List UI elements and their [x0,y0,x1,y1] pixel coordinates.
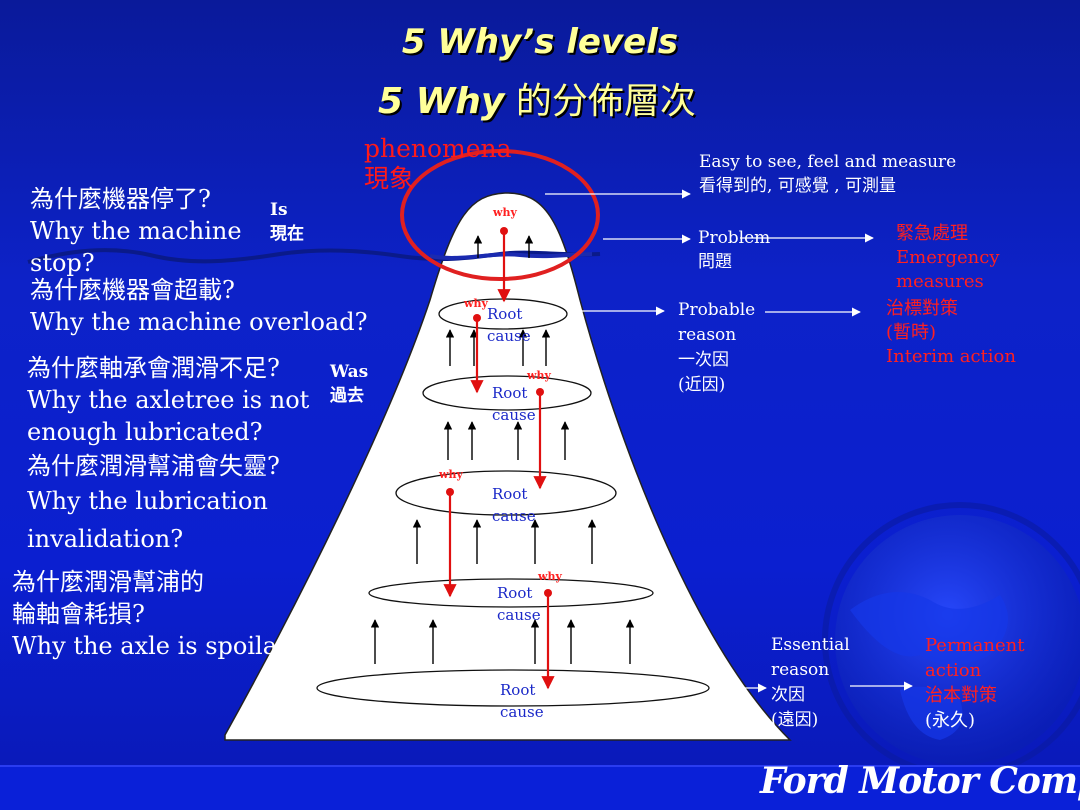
easy-label: Easy to see, feel and measure 看得到的, 可感覺 … [699,150,956,198]
question-3-en1: Why the axletree is not [27,386,310,414]
root-cause-4: Root cause [497,582,541,626]
phenomena-label: phenomena 現象 [364,134,512,194]
root-cause-1-l1: Root [487,305,523,323]
essential-reason-label: Essential reason 次因 (遠因) [771,633,850,733]
essential-3: 次因 [771,685,805,705]
question-3-en2: enough lubricated? [27,418,263,446]
question-4-en2: invalidation? [27,525,184,553]
question-5-zh2: 輪軸會耗損? [12,600,145,628]
probable-1: Probable [678,300,756,320]
root-cause-1-l2: cause [487,327,531,345]
footer-bar [0,765,1080,810]
root-cause-1: Root cause [487,303,531,347]
slide-subtitle: 5 Why 的分佈層次 [378,72,696,124]
essential-4: (遠因) [771,710,819,730]
why-label-1: why [493,206,517,219]
ford-logo: Ford Motor Company [760,760,1080,802]
question-1-zh: 為什麼機器停了? [30,185,211,213]
upward-arrows [370,235,635,664]
question-1-en2: stop? [30,249,95,277]
question-5-zh1: 為什麼潤滑幫浦的 [12,568,204,596]
question-2: 為什麼機器會超載? Why the machine overload? [30,274,368,338]
permanent-1: Permanent [925,635,1025,656]
interim-2: (暫時) [886,322,937,343]
interim-action-label: 治標對策 (暫時) Interim action [886,297,1016,369]
essential-1: Essential [771,635,850,655]
permanent-2: action [925,660,982,681]
pointer-arrows [545,189,913,693]
question-3: 為什麼軸承會潤滑不足? Why the axletree is not enou… [27,352,309,448]
probable-4: (近因) [678,375,726,395]
interim-1: 治標對策 [886,298,958,319]
interim-3: Interim action [886,346,1016,367]
probable-3: 一次因 [678,350,729,370]
root-cause-5-l1: Root [500,681,536,699]
root-cause-2-l1: Root [492,384,528,402]
was-zh: 過去 [330,386,364,406]
question-2-zh: 為什麼機器會超載? [30,276,235,304]
is-label: Is 現在 [270,198,304,246]
probable-reason-label: Probable reason 一次因 (近因) [678,298,755,398]
why-label-4: why [439,468,463,481]
root-cause-5: Root cause [500,679,544,723]
problem-label: Problem 問題 [698,226,770,274]
emergency-1: 緊急處理 [896,223,968,244]
root-cause-2-l2: cause [492,406,536,424]
essential-2: reason [771,660,830,680]
root-cause-5-l2: cause [500,703,544,721]
phenomena-en: phenomena [364,134,512,163]
phenomena-circle [400,149,600,281]
was-en: Was [330,362,369,382]
layer-ellipse-2 [422,375,592,411]
question-1: 為什麼機器停了? Why the machine stop? [30,183,242,279]
question-5: 為什麼潤滑幫浦的 輪軸會耗損? Why the axle is spoilage… [12,566,314,662]
question-2-en: Why the machine overload? [30,308,368,336]
root-cause-3-l1: Root [492,485,528,503]
layer-ellipse-5 [316,669,710,707]
easy-en: Easy to see, feel and measure [699,152,957,172]
mountain-shape [224,192,792,741]
question-4-en1: Why the lubrication [27,487,268,515]
question-1-en1: Why the machine [30,217,242,245]
easy-zh: 看得到的, 可感覺 , 可測量 [699,176,897,196]
why-label-2: why [464,297,488,310]
why-arrows [443,231,555,690]
probable-2: reason [678,325,737,345]
slide-title: 5 Why’s levels [401,22,679,62]
question-3-zh: 為什麼軸承會潤滑不足? [27,354,280,382]
question-4-zh: 為什麼潤滑幫浦會失靈? [27,452,280,480]
emergency-2: Emergency [896,247,1000,268]
emergency-3: measures [896,271,984,292]
was-label: Was 過去 [330,360,368,408]
permanent-3: 治本對策 [925,685,997,706]
problem-zh: 問題 [698,252,732,272]
subtitle-bold: 5 Why [378,81,505,122]
subtitle-rest: 的分佈層次 [504,81,696,122]
root-cause-3-l2: cause [492,507,536,525]
permanent-action-label: Permanent action 治本對策 (永久) [925,633,1024,733]
question-4: 為什麼潤滑幫浦會失靈? Why the lubrication invalida… [27,450,280,558]
layer-ellipse-4 [368,578,654,608]
root-cause-4-l1: Root [497,584,533,602]
root-cause-3: Root cause [492,483,536,527]
root-cause-2: Root cause [492,382,536,426]
root-cause-4-l2: cause [497,606,541,624]
problem-en: Problem [698,228,771,248]
is-zh: 現在 [270,224,304,244]
permanent-4: (永久) [925,710,976,731]
question-5-en: Why the axle is spoilage. [12,632,315,660]
emergency-measures-label: 緊急處理 Emergency measures [896,222,999,294]
layer-ellipse-3 [395,470,617,516]
why-label-3: why [527,369,551,382]
phenomena-zh: 現象 [364,164,415,193]
why-label-5: why [538,570,562,583]
is-en: Is [270,200,288,220]
